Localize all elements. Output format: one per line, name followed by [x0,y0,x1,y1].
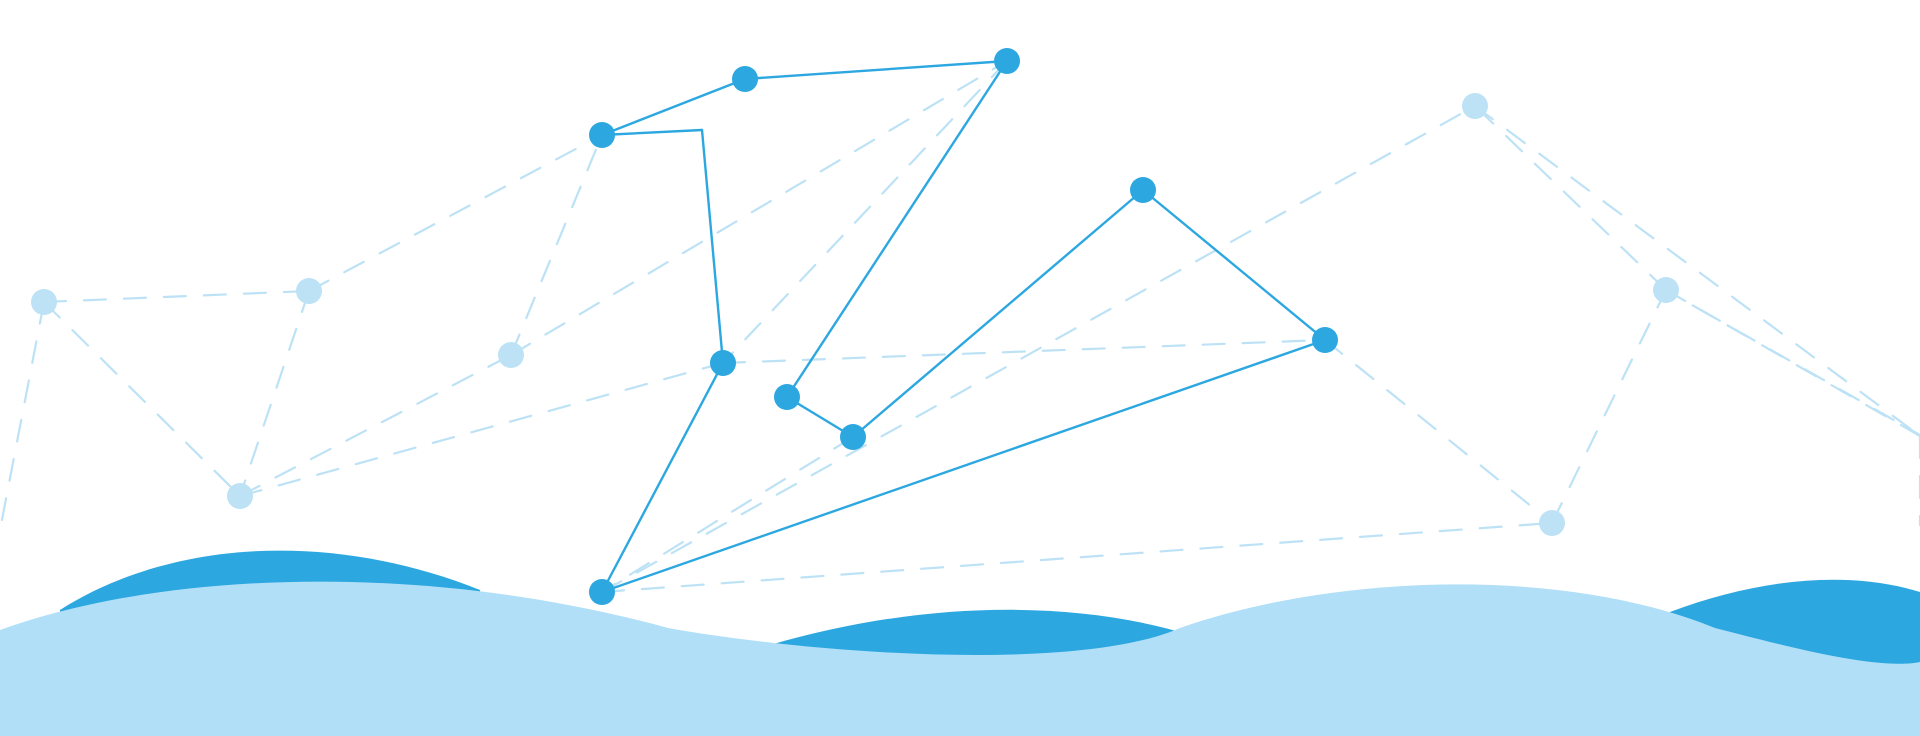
wave-light-front [0,581,1920,736]
faint-node-f4 [498,342,524,368]
active-edge-n_h-n_i [600,338,1327,594]
active-edge-n_b-n_c [743,59,1009,81]
active-edge-n_a-n_k [600,128,704,137]
active-node-n_a [589,122,615,148]
faint-edge-f7-f10 [1664,288,1920,437]
node-group [31,48,1679,605]
active-edge-n_c-n_e [785,59,1009,399]
faint-edge-n_c-n_g [721,59,1009,365]
faint-edge-f2-n_a [307,133,604,293]
faint-edge-n_i-f6 [600,104,1477,594]
faint-edge-f3-n_g [238,361,725,498]
faint-edge-n_g-n_h [721,338,1327,365]
active-node-n_b [732,66,758,92]
faint-edge-group [0,59,1920,594]
faint-node-f5 [1539,510,1565,536]
faint-node-f2 [296,278,322,304]
active-node-n_g [710,350,736,376]
active-edge-group [600,59,1327,594]
active-edge-n_d-n_h [1141,188,1327,342]
faint-edge-n_i-f5 [600,521,1554,594]
faint-node-f6 [1462,93,1488,119]
faint-edge-f1-f2 [42,289,311,304]
faint-edge-f2-f3 [238,289,311,498]
wave-group [0,550,1920,736]
active-node-n_h [1312,327,1338,353]
faint-edge-f4-n_c [509,59,1009,357]
faint-node-f3 [227,483,253,509]
faint-edge-f7-f6 [1473,104,1668,292]
active-node-n_d [1130,177,1156,203]
faint-edge-f3-f4 [238,353,513,498]
faint-edge-n_f-n_i [600,435,855,594]
active-edge-n_k-n_g [700,128,725,365]
faint-edge-f1-f0 [0,300,46,532]
active-node-n_e [774,384,800,410]
active-edge-n_a-n_b [600,77,747,137]
faint-edge-f6-f8 [1473,104,1920,438]
active-node-n_c [994,48,1020,74]
faint-node-f7 [1653,277,1679,303]
faint-edge-f5-f7 [1550,288,1668,525]
active-node-n_i [589,579,615,605]
active-node-n_f [840,424,866,450]
faint-edge-n_h-f5 [1323,338,1554,525]
faint-node-f1 [31,289,57,315]
faint-edge-f4-n_a [509,133,604,357]
faint-edge-f1-f3 [42,300,242,498]
active-edge-n_i-n_g [600,361,725,594]
active-edge-n_f-n_d [851,188,1145,439]
